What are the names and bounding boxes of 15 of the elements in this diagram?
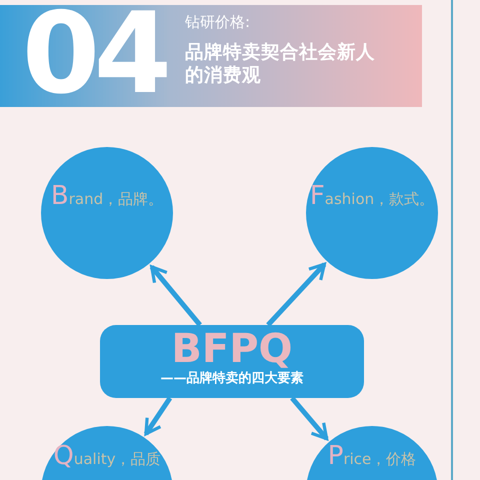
acronym-title: BFPQ xyxy=(170,327,293,371)
title-box xyxy=(100,325,364,398)
element-label: Fashion，款式。 xyxy=(308,181,436,212)
subtitle: ——品牌特卖的四大要素 xyxy=(160,372,304,386)
subtitle: 钻研价格: xyxy=(185,14,250,30)
arrow xyxy=(266,262,326,327)
heading: 品牌特卖契合社会新人的消费观 xyxy=(185,41,376,88)
section-number: 04 xyxy=(22,0,166,116)
arrow xyxy=(150,265,202,327)
element-label: Quality，品质 xyxy=(52,441,162,472)
arrow xyxy=(290,396,329,440)
header-banner xyxy=(0,5,422,107)
element-label: Brand，品牌。 xyxy=(50,181,164,212)
arrow xyxy=(144,396,172,436)
element-label: Price，价格 xyxy=(326,441,418,472)
